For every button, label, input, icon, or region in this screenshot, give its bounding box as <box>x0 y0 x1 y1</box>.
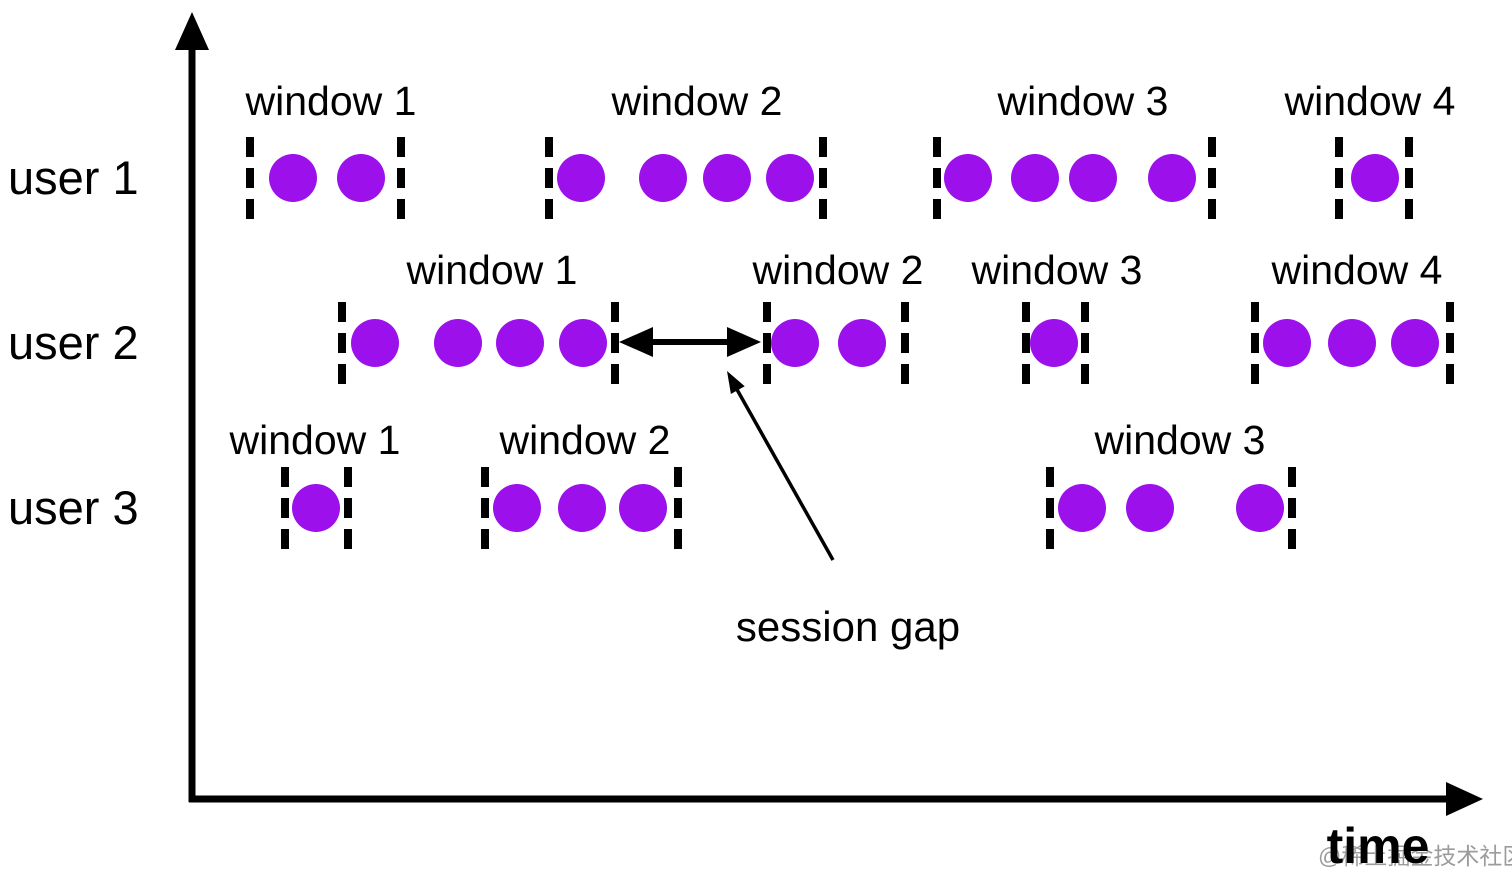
window-boundary-end <box>674 467 682 549</box>
window-label: window 3 <box>1094 417 1266 463</box>
event-dot <box>771 319 819 367</box>
window-boundary-start <box>763 302 771 384</box>
window-boundary-start <box>338 302 346 384</box>
annotation-arrow-line <box>733 385 835 561</box>
event-dot <box>1391 319 1439 367</box>
window-label: window 3 <box>997 78 1169 124</box>
event-dot <box>1030 319 1078 367</box>
window-boundary-end <box>1081 302 1089 384</box>
window-label: window 1 <box>229 417 401 463</box>
window-boundary-start <box>933 137 941 219</box>
event-dot <box>1263 319 1311 367</box>
user-label: user 1 <box>8 151 139 204</box>
event-dot <box>1236 484 1284 532</box>
event-dot <box>1069 154 1117 202</box>
event-dot <box>1126 484 1174 532</box>
session-gap-arrowhead-left <box>619 327 653 357</box>
event-dot <box>1351 154 1399 202</box>
event-dot <box>1058 484 1106 532</box>
event-dot <box>493 484 541 532</box>
window-label: window 1 <box>406 247 578 293</box>
session-gap-arrowhead-right <box>727 327 761 357</box>
window-boundary-end <box>1288 467 1296 549</box>
session-gap-label: session gap <box>735 603 961 650</box>
annotation-arrowhead <box>727 371 745 394</box>
x-axis-arrowhead <box>1446 782 1483 816</box>
window-boundary-start <box>545 137 553 219</box>
event-dot <box>703 154 751 202</box>
watermark: @稀土掘金技术社区 <box>1318 843 1512 869</box>
window-label: window 2 <box>611 78 783 124</box>
window-boundary-start <box>1335 137 1343 219</box>
window-boundary-end <box>901 302 909 384</box>
user-label: user 2 <box>8 316 139 369</box>
y-axis-arrowhead <box>175 12 209 50</box>
window-boundary-end <box>819 137 827 219</box>
window-label: window 1 <box>245 78 417 124</box>
window-label: window 3 <box>971 247 1143 293</box>
window-boundary-start <box>1251 302 1259 384</box>
window-boundary-end <box>1208 137 1216 219</box>
window-boundary-end <box>1405 137 1413 219</box>
event-dot <box>639 154 687 202</box>
window-label: window 2 <box>499 417 671 463</box>
window-boundary-start <box>1046 467 1054 549</box>
window-boundary-start <box>246 137 254 219</box>
event-dot <box>838 319 886 367</box>
event-dot <box>434 319 482 367</box>
window-boundary-end <box>344 467 352 549</box>
event-dot <box>292 484 340 532</box>
window-label: window 4 <box>1271 247 1443 293</box>
event-dot <box>619 484 667 532</box>
event-dot <box>766 154 814 202</box>
event-dot <box>944 154 992 202</box>
window-label: window 4 <box>1284 78 1456 124</box>
event-dot <box>351 319 399 367</box>
window-boundary-end <box>611 302 619 384</box>
time-axis-label: time <box>1326 818 1430 874</box>
event-dot <box>496 319 544 367</box>
event-dot <box>559 319 607 367</box>
user-label: user 3 <box>8 481 139 534</box>
event-dot <box>1148 154 1196 202</box>
window-boundary-start <box>1022 302 1030 384</box>
window-boundary-start <box>481 467 489 549</box>
event-dot <box>269 154 317 202</box>
event-dot <box>337 154 385 202</box>
window-boundary-start <box>281 467 289 549</box>
window-label: window 2 <box>752 247 924 293</box>
event-dot <box>1328 319 1376 367</box>
event-dot <box>557 154 605 202</box>
event-dot <box>558 484 606 532</box>
window-boundary-end <box>397 137 405 219</box>
window-boundary-end <box>1446 302 1454 384</box>
event-dot <box>1011 154 1059 202</box>
